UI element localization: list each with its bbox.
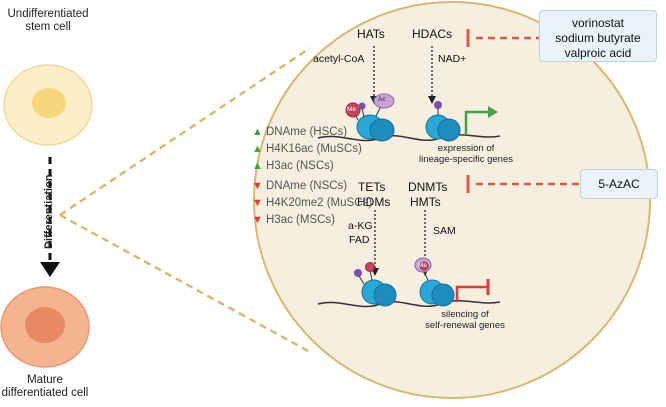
hdacs-label: HDACs (412, 27, 453, 41)
expression-label: expression of lineage-specific genes (418, 143, 513, 165)
zoom-circle (253, 1, 651, 399)
acetyl-coa-label: acetyl-CoA (313, 53, 365, 65)
hdac-inhibitor-box: vorinostat sodium butyrate valproic acid (539, 10, 657, 62)
nad-label: NAD+ (438, 53, 467, 65)
nucleosome-acetylated (345, 93, 395, 142)
down-triangle-icon: ▼ (252, 180, 263, 192)
hdms-label: HDMs (357, 195, 391, 209)
down-triangle-icon: ▼ (252, 197, 263, 209)
silencing-symbol (455, 285, 487, 302)
up-triangle-icon: ▲ (252, 126, 263, 138)
dnmt-inhibitor-box: 5-AzAC (580, 169, 658, 199)
fad-label: FAD (349, 234, 370, 246)
silencing-label: silencing of self-renewal genes (425, 309, 505, 331)
expression-arrow (464, 110, 490, 135)
nucleosome-plain-bottom (354, 262, 397, 307)
up-triangle-icon: ▲ (252, 143, 263, 155)
dnmts-label: DNMTs (408, 180, 448, 194)
down-triangle-icon: ▼ (252, 214, 263, 226)
stem-cell (3, 64, 93, 146)
methyl-tag-top: Me (347, 106, 357, 113)
mark-item-1: ▲DNAme (HSCs) (252, 126, 348, 138)
nucleosome-methylated (414, 257, 455, 307)
up-triangle-icon: ▲ (252, 160, 263, 172)
acetyl-tag: Ac (378, 96, 386, 103)
zoom-line-top (59, 46, 311, 217)
mark-item-5: ▼H4K20me2 (MuSCs) (252, 197, 373, 209)
hats-label: HATs (357, 27, 385, 41)
dna-strand-top (317, 134, 501, 142)
hmts-label: HMTs (410, 195, 441, 209)
mark-item-3: ▲H3ac (NSCs) (252, 160, 334, 172)
nucleosome-plain-top (425, 101, 461, 142)
differentiation-arrowhead (40, 262, 60, 277)
mark-item-4: ▼DNAme (NSCs) (252, 180, 348, 192)
mark-item-6: ▼H3ac (MSCs) (252, 214, 336, 226)
akg-label: a-KG (348, 220, 373, 232)
mature-cell-label: Mature differentiated cell (1, 374, 89, 400)
sam-label: SAM (433, 225, 456, 237)
differentiation-label: Differentiation (43, 174, 55, 249)
mature-cell (0, 286, 90, 368)
stem-cell-label: Undifferentiated stem cell (7, 8, 89, 34)
mark-item-2: ▲H4K16ac (MuSCs) (252, 143, 362, 155)
dna-strand-bottom (317, 300, 501, 308)
methyl-tag-bottom: Me (418, 262, 428, 269)
tets-label: TETs (358, 180, 386, 194)
